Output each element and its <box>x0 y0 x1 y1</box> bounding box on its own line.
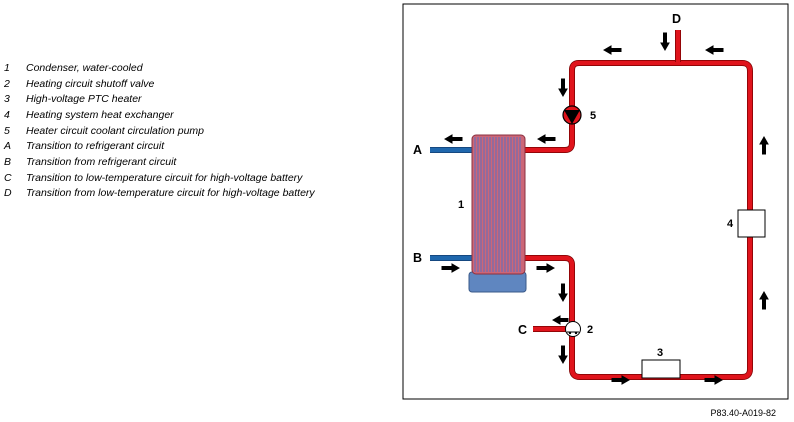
label-condenser: 1 <box>458 199 464 211</box>
arrow-down <box>660 32 670 52</box>
arrow-left <box>536 134 556 144</box>
label-port-c: C <box>518 323 527 337</box>
label-heater: 3 <box>657 347 663 359</box>
arrow-up <box>759 135 769 155</box>
heat-exchanger-box <box>737 209 766 238</box>
circulation-pump-icon <box>562 105 582 125</box>
arrow-down <box>558 283 568 303</box>
arrow-right <box>611 375 631 385</box>
diagram-frame <box>402 3 789 400</box>
coolant-loop-fill <box>525 60 753 380</box>
condenser-base <box>468 271 527 293</box>
arrow-left <box>443 134 463 144</box>
arrow-up <box>759 290 769 310</box>
arrow-right <box>704 375 724 385</box>
ptc-heater-box <box>641 359 681 379</box>
label-port-a: A <box>413 143 422 157</box>
label-valve: 2 <box>587 324 593 336</box>
arrow-left <box>602 45 622 55</box>
arrow-left <box>704 45 724 55</box>
label-pump: 5 <box>590 110 596 122</box>
shutoff-valve-icon <box>565 321 581 337</box>
arrow-right <box>441 263 461 273</box>
condenser-stripes <box>474 137 521 272</box>
flow-arrows <box>441 32 769 385</box>
label-heat-exchanger: 4 <box>727 218 734 230</box>
label-port-d: D <box>672 12 681 26</box>
figure-reference-code: P83.40-A019-82 <box>710 408 776 418</box>
arrow-left <box>551 315 569 325</box>
arrow-down <box>558 345 568 365</box>
arrow-right <box>536 263 556 273</box>
arrow-down <box>558 78 568 98</box>
label-port-b: B <box>413 251 422 265</box>
